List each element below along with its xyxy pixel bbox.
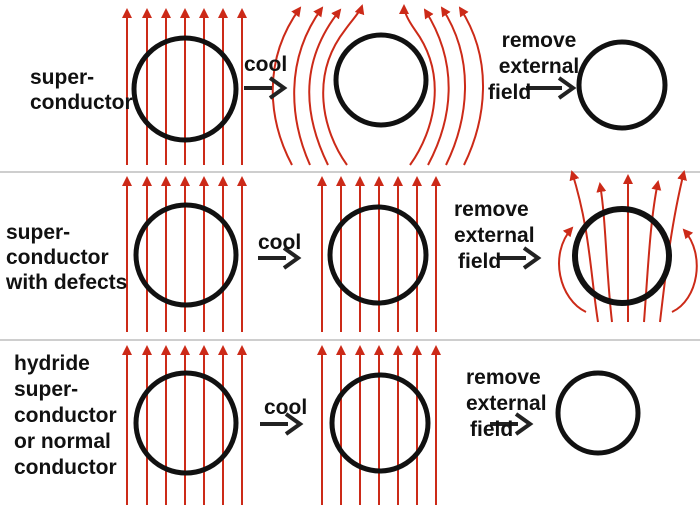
row-2-material-line-3: with defects (6, 271, 128, 294)
row-1-sample-circle-after (576, 39, 668, 131)
row-3-material-line-1: hydride (14, 352, 90, 375)
row-2-cool-label: cool (258, 231, 302, 254)
row-1-remove-line-3: field (488, 81, 532, 104)
row-1-remove-field-label: remove external field (484, 28, 594, 106)
row-1-sample-circle-before (131, 35, 239, 143)
row-3-sample-circle-before (133, 370, 239, 476)
row-3-sample-circle-cooled (329, 372, 431, 474)
row-1-sample-circle-cooled (333, 32, 429, 128)
row-2-material-line-2: conductor (6, 246, 109, 269)
row-2-before-field-lines (122, 176, 247, 332)
row-2-cooled-field-lines (317, 176, 441, 332)
row-3-material-line-2: super- (14, 378, 79, 401)
row-1-cool-arrow (244, 76, 288, 100)
row-3-cool-label: cool (264, 396, 308, 419)
row-2-superconductor-with-defects (122, 170, 698, 332)
row-2-remove-field-label: remove external field (454, 197, 535, 275)
row-2-remove-line-1: remove (454, 198, 529, 221)
row-3-remove-line-3: field (470, 418, 514, 441)
row-3-hydride-or-normal-conductor (122, 345, 641, 505)
row-3-remove-arrow (490, 412, 534, 436)
row-3-remove-field-label: remove external field (466, 365, 547, 443)
row-3-sample-circle-after (555, 370, 641, 456)
row-1-expelled-field-lines (271, 4, 484, 166)
row-2-cool-arrow (258, 246, 302, 270)
row-1-remove-line-2: external (498, 55, 580, 78)
row-2-material-line-1: super- (6, 221, 71, 244)
row-2-sample-circle-cooled (327, 204, 429, 306)
row-3-before-field-lines (122, 345, 247, 505)
row-3-material-line-3: conductor (14, 404, 117, 427)
row-1-cool-label: cool (244, 53, 288, 76)
row-2-sample-circle-before (133, 202, 239, 308)
row-3-remove-line-1: remove (466, 366, 541, 389)
row-3-material-label: hydride super- conductor or normal condu… (14, 351, 117, 481)
row-2-material-label: super- conductor with defects (6, 220, 127, 295)
row-3-cool-arrow (260, 412, 304, 436)
row-2-remove-line-2: external (454, 224, 535, 247)
row-1-material-label: super- conductor (30, 65, 133, 115)
row-3-material-line-4: or normal (14, 430, 111, 453)
row-2-remove-arrow (498, 246, 542, 270)
row-3-material-line-5: conductor (14, 456, 117, 479)
row-2-sample-circle-after (572, 206, 672, 306)
row-1-superconductor (122, 4, 668, 166)
row-2-trapped-field-lines (558, 170, 698, 323)
row-3-cooled-field-lines (317, 345, 441, 505)
row-3-remove-line-2: external (466, 392, 547, 415)
row-1-remove-arrow (526, 76, 577, 100)
row-1-remove-line-1: remove (501, 29, 577, 52)
row-1-material-line-2: conductor (30, 91, 133, 114)
row-2-remove-line-3: field (458, 250, 502, 273)
row-1-material-line-1: super- (30, 66, 95, 89)
